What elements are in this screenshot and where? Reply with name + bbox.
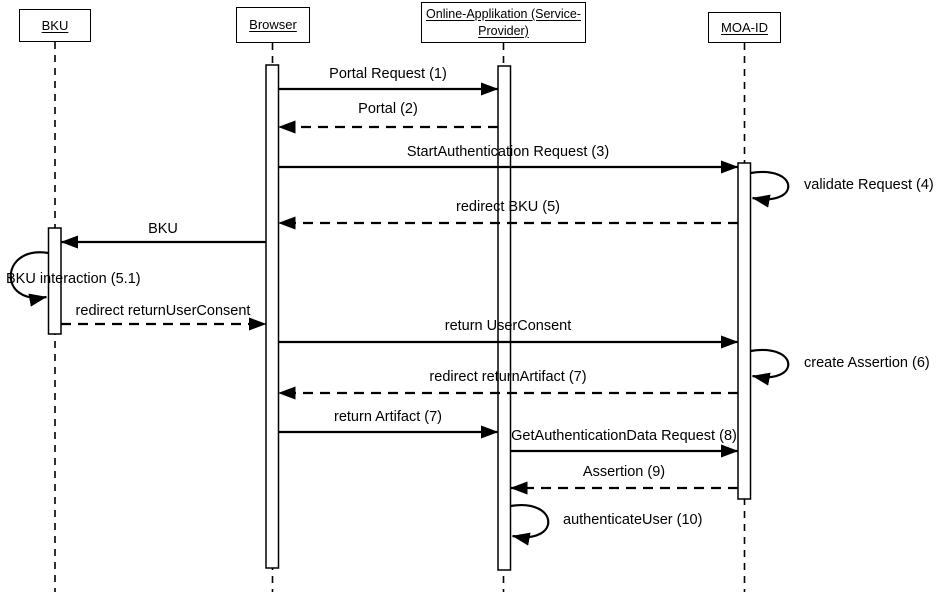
activation-bar-bku	[47, 227, 62, 335]
self-message-arrow-3	[510, 503, 550, 546]
activations-layer	[47, 64, 752, 571]
self-message-arrow-2	[750, 348, 790, 386]
lifelines-layer	[54, 42, 746, 592]
activation-bar-moaid	[737, 162, 752, 500]
activation-bar-browser	[265, 64, 280, 569]
arrows-layer	[9, 82, 790, 546]
activation-bar-oa	[497, 65, 512, 571]
self-message-arrow-1	[9, 251, 49, 307]
self-message-arrow-0	[750, 170, 790, 208]
